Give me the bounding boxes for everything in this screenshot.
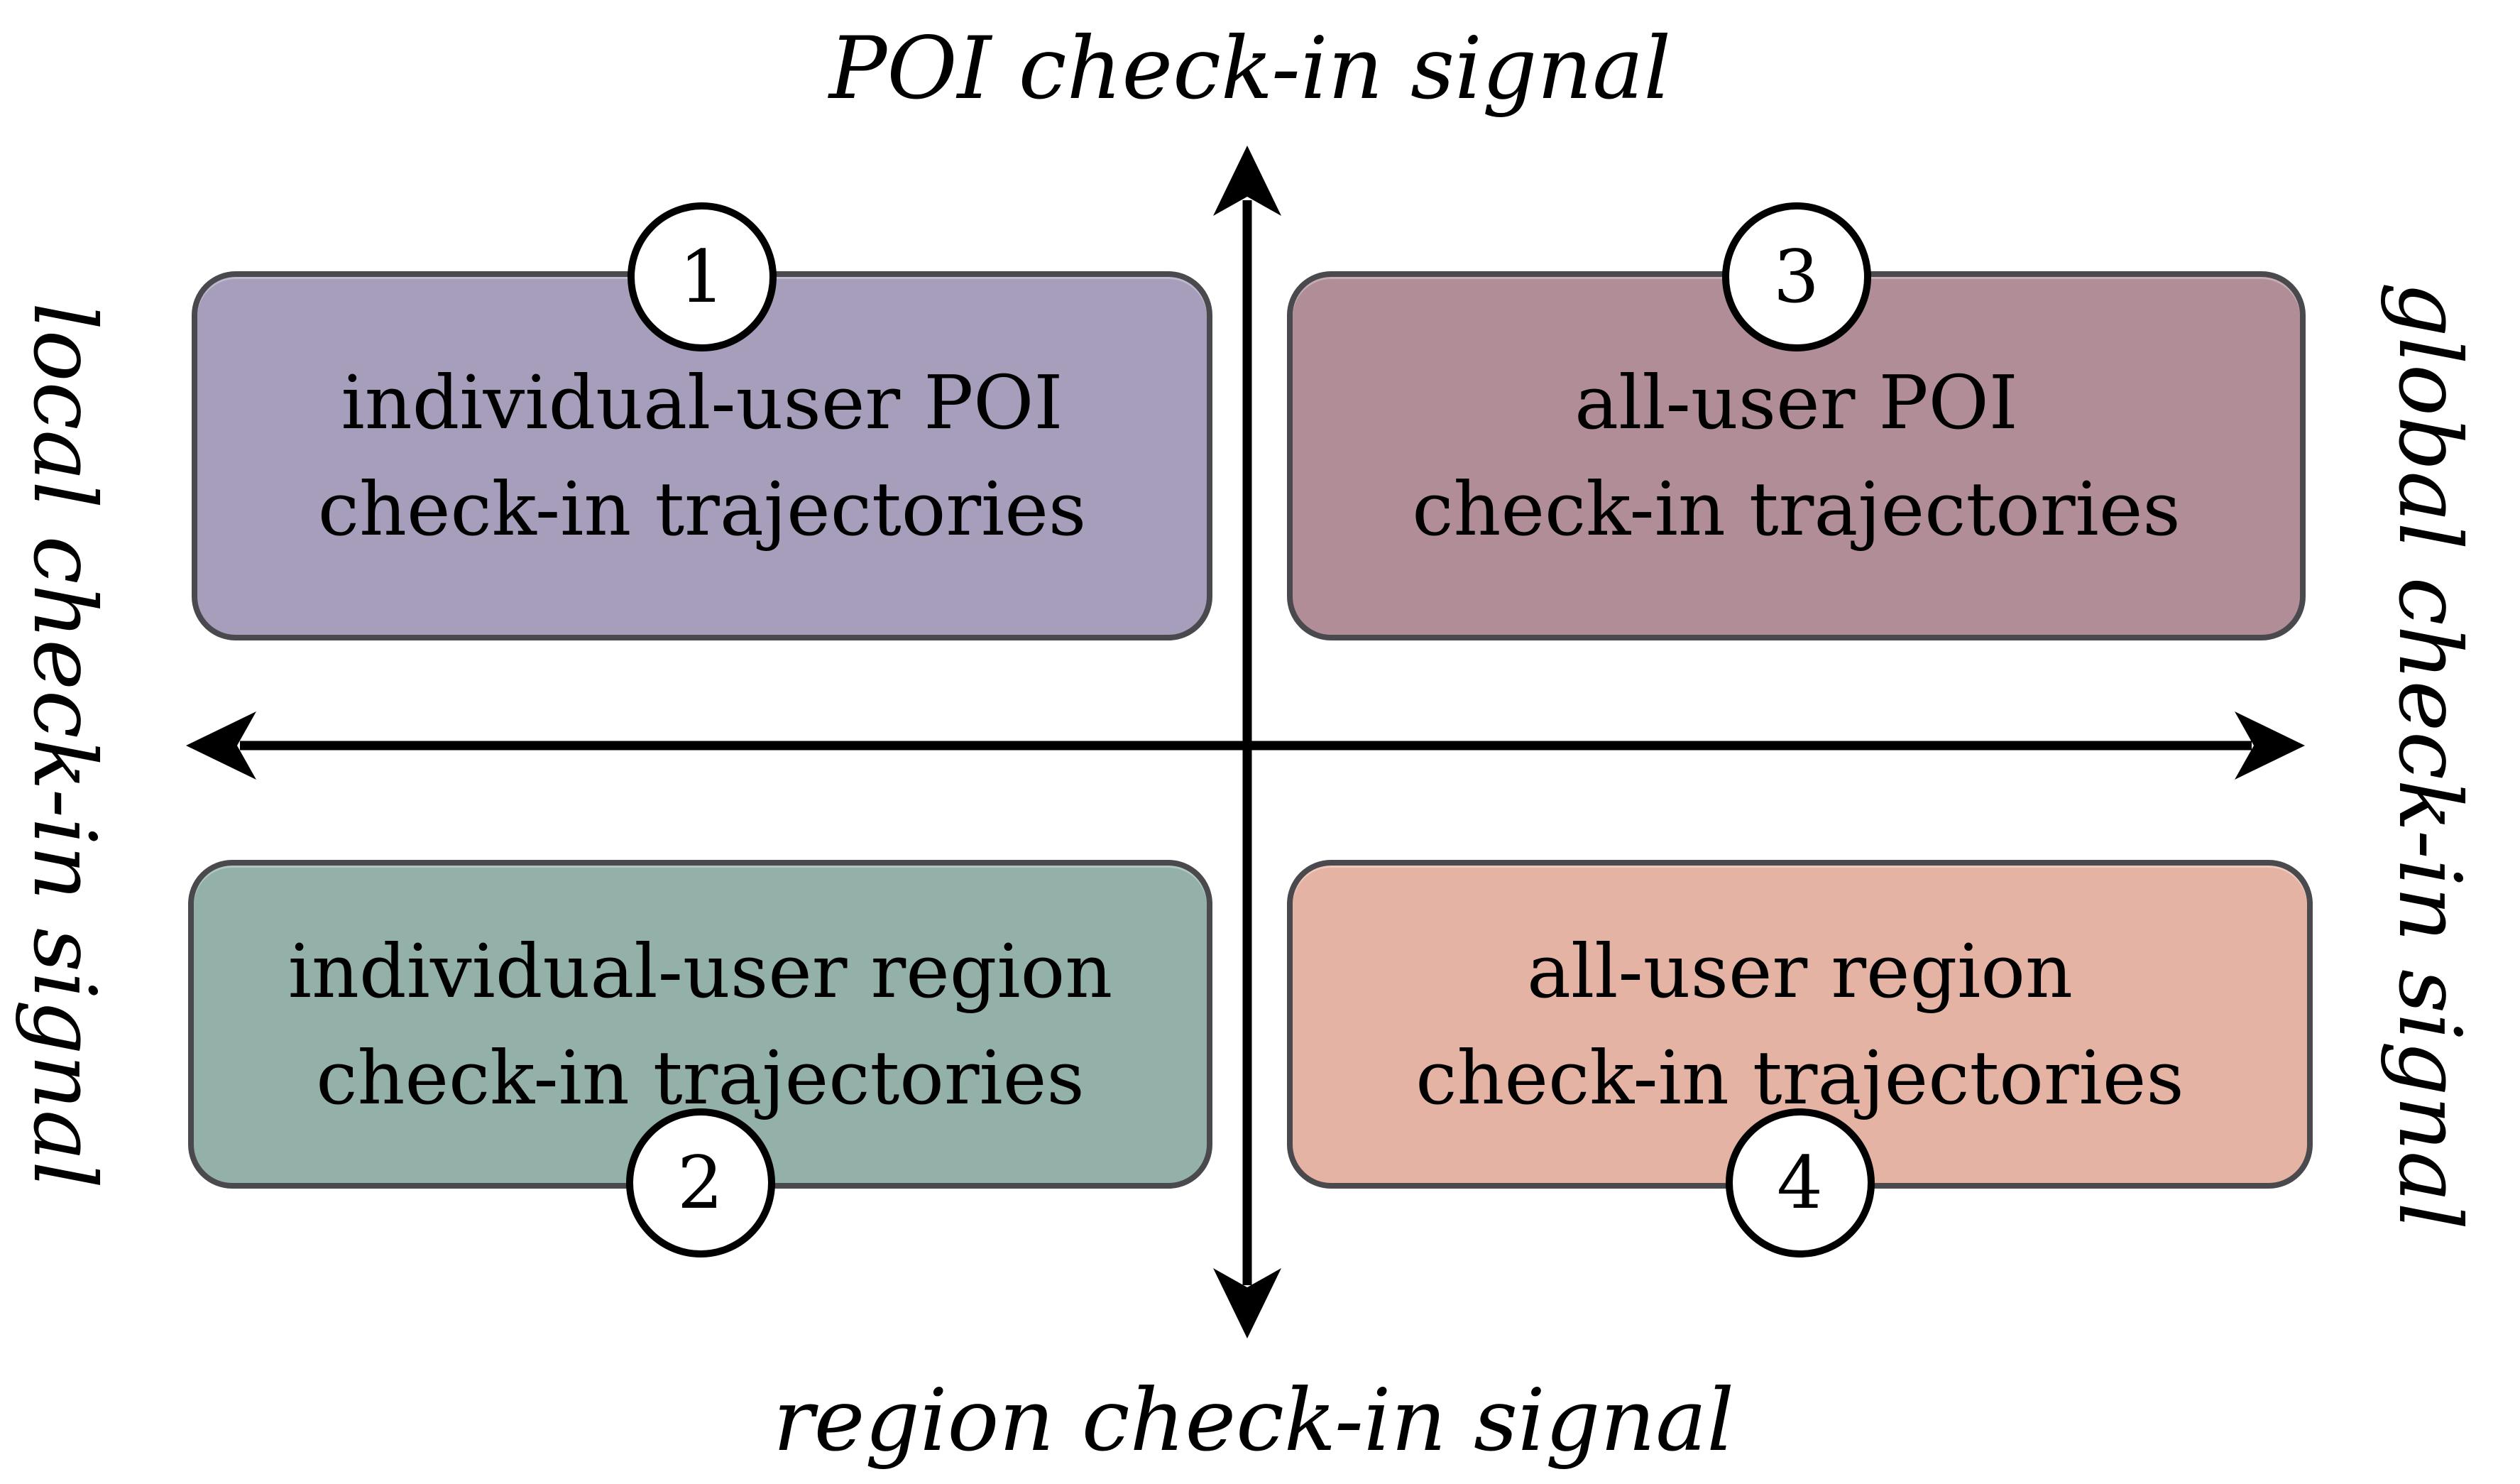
quadrant-number-badge: 3 <box>1721 202 1871 351</box>
quadrant-box-all-user-poi: 3 all-user POI check-in trajectories <box>1287 202 2306 640</box>
arrowhead-up-icon <box>1213 146 1281 216</box>
axis-label-top: POI check-in signal <box>828 18 1672 119</box>
quadrant-number-badge: 1 <box>628 202 777 351</box>
quadrant-label-line: check-in trajectories <box>317 466 1087 552</box>
quadrant-label-line: all-user POI <box>1574 359 2018 446</box>
arrowhead-left-icon <box>186 711 256 780</box>
arrowhead-down-icon <box>1213 1268 1281 1338</box>
axis-label-left: local check-in signal <box>14 302 114 1189</box>
arrowhead-right-icon <box>2235 711 2305 780</box>
quadrant-label-line: individual-user region <box>287 927 1113 1015</box>
quadrant-label-line: check-in trajectories <box>1412 466 2181 552</box>
quadrant-box-individual-user-region: 2 individual-user region check-in trajec… <box>188 860 1212 1257</box>
axis-label-bottom: region check-in signal <box>772 1370 1735 1471</box>
quadrant-label-line: individual-user POI <box>341 359 1063 446</box>
axis-label-right: global check-in signal <box>2379 282 2480 1231</box>
quadrant-number-badge: 2 <box>625 1108 775 1257</box>
quadrant-label-line: all-user region <box>1526 927 2073 1015</box>
quadrant-box-individual-user-poi: 1 individual-user POI check-in trajector… <box>192 202 1212 640</box>
quadrant-label-line: check-in trajectories <box>1415 1034 2184 1121</box>
quadrant-number-badge: 4 <box>1725 1108 1875 1257</box>
quadrant-box-all-user-region: 4 all-user region check-in trajectories <box>1287 860 2313 1257</box>
quadrant-label-line: check-in trajectories <box>316 1034 1085 1121</box>
